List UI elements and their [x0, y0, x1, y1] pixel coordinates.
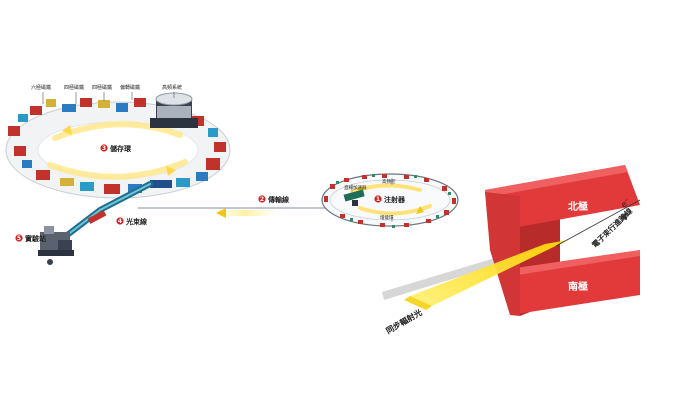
label-rf-system: 高頻系統 [162, 84, 182, 91]
badge-storage-ring-number: 3 [102, 145, 106, 152]
label-booster-bottom: 增能環 [380, 214, 394, 221]
label-south-pole: 南極 [568, 280, 588, 293]
storage-ring: 六極磁鐵 四極磁鐵 四極磁鐵 偏轉磁鐵 高頻系統 3 儲存環 [5, 84, 231, 199]
label-injector: 注射器 [384, 195, 406, 204]
booster-ring [321, 173, 459, 227]
ring-magnets [8, 98, 226, 194]
beamline-group: 4 光束線 5 實驗站 [15, 181, 153, 265]
label-quadrupole: 四極磁鐵 [64, 84, 84, 91]
label-synchrotron-light: 同步輻射光 [384, 307, 424, 336]
rf-system-module [150, 92, 198, 128]
badge-end-station-number: 5 [17, 235, 21, 242]
transfer-line-group: 2 傳輸線 [138, 195, 355, 218]
electron-arrow-icon [620, 212, 627, 220]
north-pole-block [485, 165, 640, 230]
badge-beamline-number: 4 [118, 218, 122, 225]
label-transfer-line: 傳輸線 [267, 195, 289, 204]
injector-group: 高頻腔 直線加速器 增能環 1 注射器 [321, 173, 459, 228]
label-booster-top: 高頻腔 [382, 178, 396, 185]
electron-path-line [555, 199, 641, 247]
badge-transfer-line-number: 2 [260, 196, 264, 203]
label-linac: 直線加速器 [344, 184, 367, 191]
label-bending: 偏轉磁鐵 [120, 84, 140, 91]
ring-direction-arrow-bottom [47, 159, 188, 180]
transfer-direction-arrow [216, 208, 226, 218]
badge-transfer-line [258, 195, 266, 203]
badge-injector [374, 195, 382, 203]
badge-storage-ring [100, 144, 108, 152]
label-corrector: 四極磁鐵 [92, 84, 112, 91]
badge-beamline [116, 217, 124, 225]
label-end-station: 實驗站 [25, 234, 46, 243]
badge-injector-number: 1 [376, 196, 380, 203]
badge-end-station [15, 234, 23, 242]
light-fan [410, 240, 568, 306]
end-station-equipment [38, 226, 74, 265]
label-storage-ring: 儲存環 [109, 144, 132, 153]
label-north-pole: 北極 [568, 200, 588, 213]
transfer-direction-glow [215, 210, 275, 216]
label-beamline: 光束線 [125, 217, 147, 226]
label-sextupole: 六極磁鐵 [31, 84, 51, 91]
booster-arrow-bottom [358, 204, 432, 216]
linac-module [343, 189, 365, 206]
